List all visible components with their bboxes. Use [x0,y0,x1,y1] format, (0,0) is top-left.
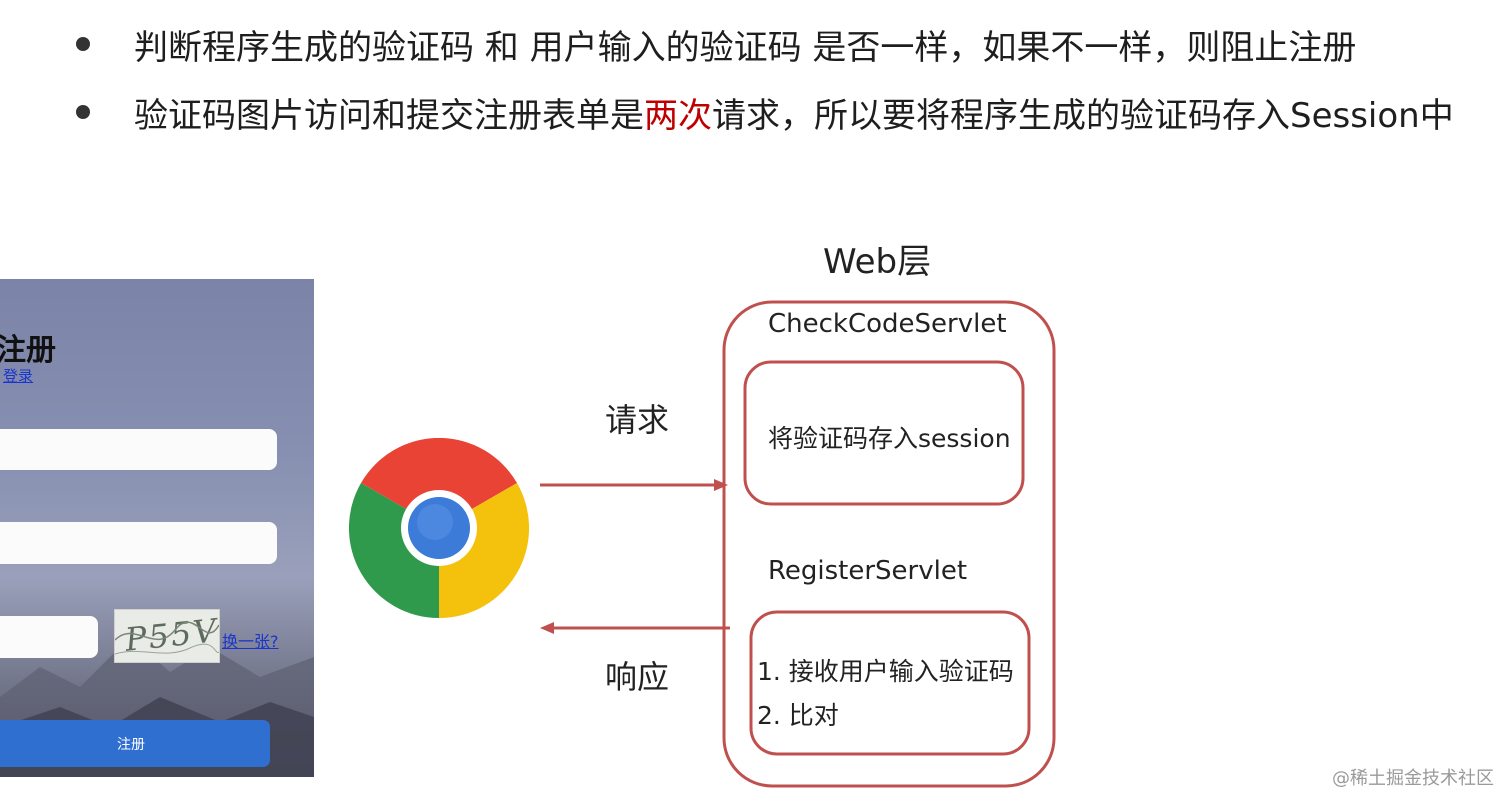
captcha-noise [115,621,219,655]
register-button[interactable]: 注册 [0,720,270,767]
request-arrowhead [714,479,728,491]
bullet-2-highlight: 两次 [644,95,712,136]
watermark: @稀土掘金技术社区 [1332,768,1494,789]
check-code-box [743,360,1025,506]
bullet-2-text: 验证码图片访问和提交注册表单是两次请求，所以要将程序生成的验证码存入Sessio… [134,88,1454,137]
bullet-2-after: 请求，所以要将程序生成的验证码存入Session中 [712,95,1454,136]
web-layer-box [722,300,1056,788]
web-layer-container [722,300,1056,788]
register-servlet-label: RegisterServlet [768,556,968,586]
username-input[interactable] [0,429,277,470]
arrows [540,479,730,634]
registration-form-screenshot: 注册 登录 P55V 换一张? 注册 [0,279,314,777]
register-step-1: 1. 接收用户输入验证码 [757,657,1014,686]
chrome-icon [349,438,529,618]
response-arrowhead [540,622,554,634]
password-input[interactable] [0,522,277,564]
change-captcha-link[interactable]: 换一张? [222,632,279,651]
bullet-dot [76,37,90,51]
check-code-servlet-label: CheckCodeServlet [768,309,1007,339]
response-label: 响应 [605,658,670,696]
web-layer-title: Web层 [823,242,932,282]
login-link[interactable]: 登录 [3,367,34,385]
check-code-action: 将验证码存入session [768,424,1011,453]
bullet-2-before: 验证码图片访问和提交注册表单是 [134,95,644,136]
bullet-1-text: 判断程序生成的验证码 和 用户输入的验证码 是否一样，如果不一样，则阻止注册 [134,27,1357,68]
request-label: 请求 [605,401,670,439]
captcha-input[interactable] [0,616,98,658]
register-step-2: 2. 比对 [757,701,839,730]
bullet-dot [76,105,90,119]
form-title: 注册 [0,333,56,368]
captcha-image[interactable]: P55V [114,609,220,663]
register-box [749,610,1031,756]
